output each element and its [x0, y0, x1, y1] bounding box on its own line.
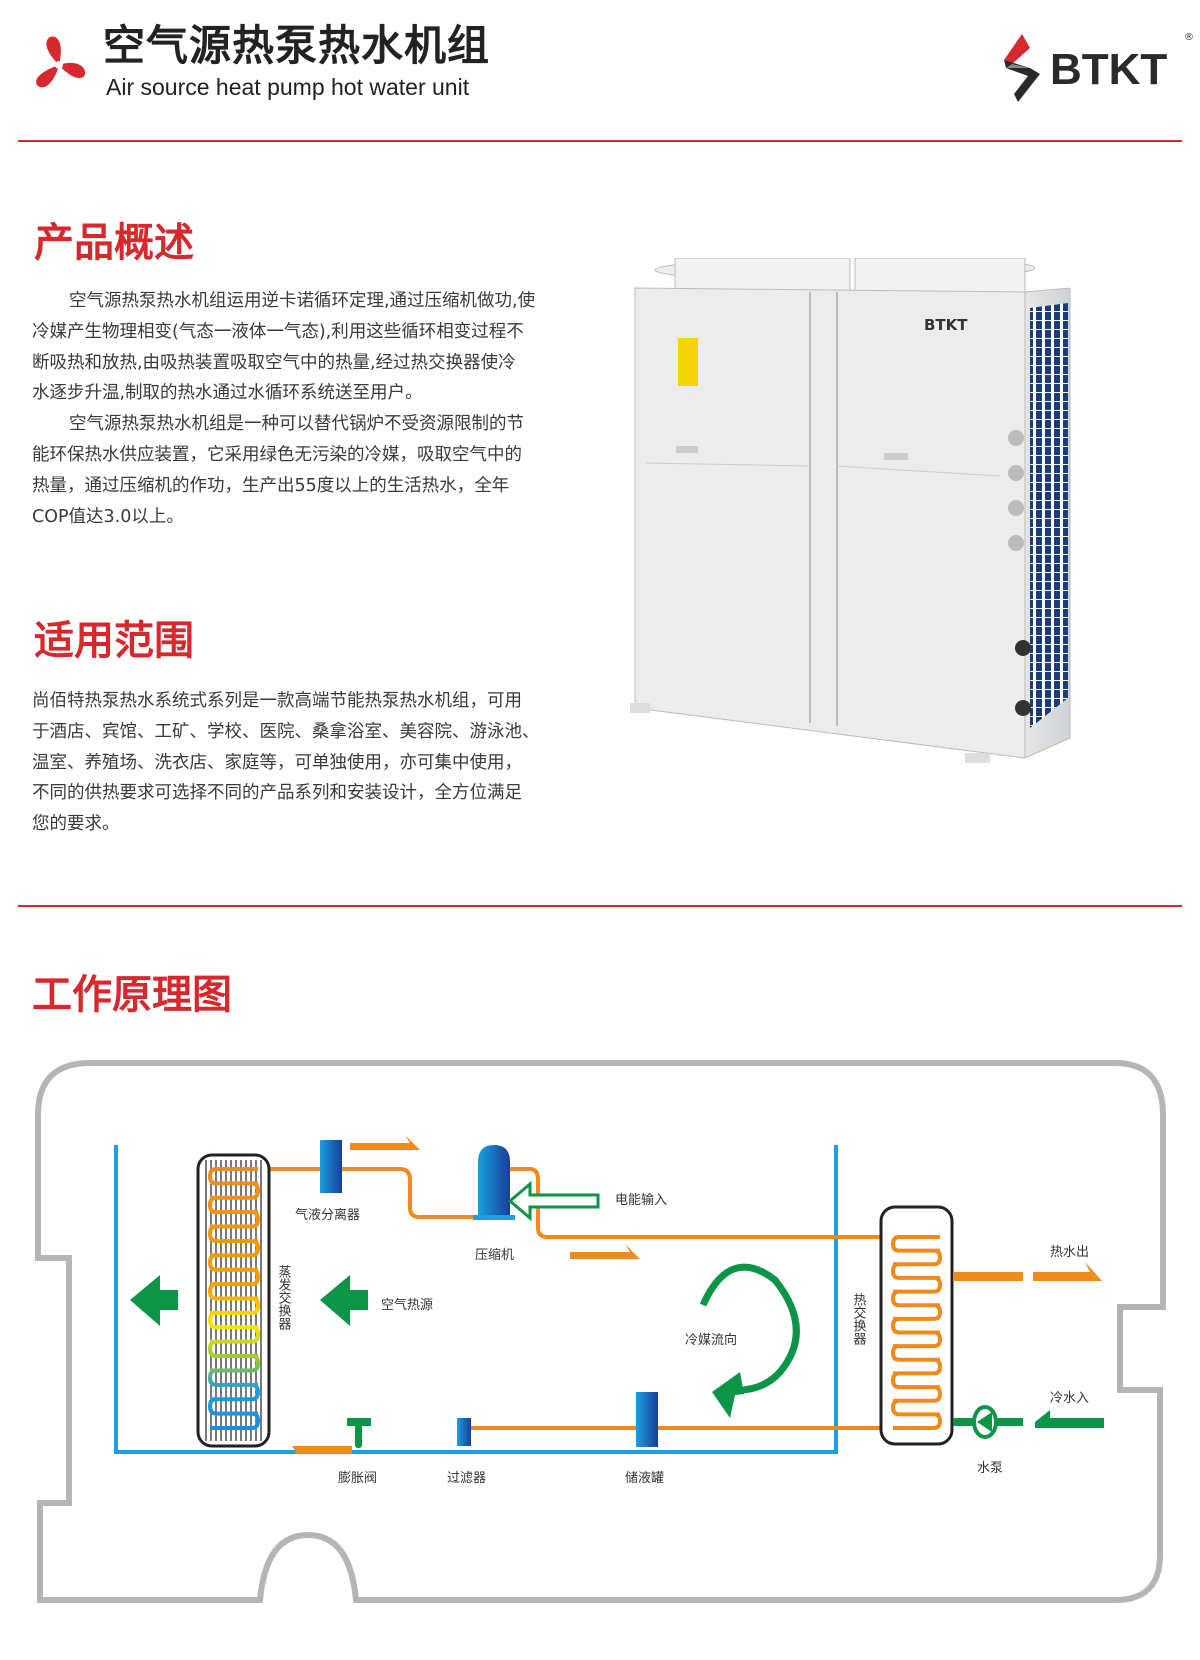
scope-line: 于酒店、宾馆、工矿、学校、医院、桑拿浴室、美容院、游泳池、 — [32, 721, 540, 742]
power-input-arrow-icon — [507, 1180, 600, 1222]
overview-line: 冷媒产生物理相变(气态一液体一气态),利用这些循环相变过程不 — [32, 321, 524, 342]
overview-heading: 产品概述 — [34, 220, 194, 266]
label-tank: 储液罐 — [625, 1471, 664, 1486]
overview-line: 空气源热泵热水机组运用逆卡诺循环定理,通过压缩机做功,使 — [69, 291, 536, 311]
label-compressor: 压缩机 — [475, 1247, 514, 1263]
air-source-arrow-icon — [320, 1275, 368, 1326]
cold-water-in-arrow-icon — [1035, 1410, 1104, 1428]
btkt-logo-icon — [1004, 34, 1040, 102]
overview-line: 水逐步升温,制取的热水通过水循环系统送至用户。 — [32, 383, 423, 404]
scope-line: 温室、养殖场、洗衣店、家庭等，可单独使用，亦可集中使用， — [32, 752, 522, 773]
hot-water-out-arrow-icon — [1033, 1262, 1102, 1281]
diagram-heading: 工作原理图 — [32, 972, 232, 1018]
label-filter: 过滤器 — [447, 1471, 486, 1486]
fan-logo-icon — [36, 36, 86, 88]
evaporator — [196, 1153, 271, 1448]
filter — [457, 1418, 471, 1446]
overview-line: 空气源热泵热水机组是一种可以替代锅炉不受资源限制的节 — [69, 414, 524, 435]
page-subtitle: Air source heat pump hot water unit — [106, 74, 470, 100]
label-heat-exchanger: 热交换器 — [851, 1293, 867, 1346]
label-power-input: 电能输入 — [615, 1192, 667, 1208]
label-refrigerant-flow: 冷媒流向 — [685, 1332, 737, 1348]
compressor — [478, 1145, 510, 1218]
page-title: 空气源热泵热水机组 — [103, 21, 491, 70]
scope-heading: 适用范围 — [34, 618, 194, 664]
label-separator: 气液分离器 — [295, 1207, 360, 1223]
diagram-frame — [35, 1060, 1166, 1603]
flow-arrow-icon — [350, 1135, 420, 1150]
brand-logo-text: BTKT — [1050, 45, 1168, 94]
registered-mark: ® — [1184, 32, 1194, 43]
liquid-tank — [636, 1392, 658, 1447]
overview-line: 热量，通过压缩机的作功，生产出55度以上的生活热水，全年 — [32, 475, 510, 496]
working-principle-diagram: 气液分离器 压缩机 电能输入 蒸发交换器 空气热源 冷媒流向 热交换器 热水出 … — [35, 1060, 1166, 1603]
hot-water-pipe — [953, 1272, 1023, 1281]
scope-line: 您的要求。 — [32, 814, 120, 835]
refrigerant-flow-cycle-icon — [699, 1263, 800, 1394]
flow-arrow-icon — [282, 1446, 352, 1454]
overview-text: 空气源热泵热水机组运用逆卡诺循环定理,通过压缩机做功,使 冷媒产生物理相变(气态… — [32, 286, 592, 532]
scope-text: 尚佰特热泵热水系统式系列是一款高端节能热泵热水机组，可用 于酒店、宾馆、工矿、学… — [32, 686, 592, 840]
overview-line: 能环保热水供应装置，它采用绿色无污染的冷媒，吸取空气中的 — [32, 444, 522, 465]
water-pump-icon — [972, 1405, 998, 1439]
section-divider — [18, 905, 1182, 907]
label-evaporator: 蒸发交换器 — [276, 1265, 292, 1331]
scope-line: 尚佰特热泵热水系统式系列是一款高端节能热泵热水机组，可用 — [32, 691, 522, 711]
label-cold-water-in: 冷水入 — [1050, 1391, 1089, 1406]
expansion-valve — [347, 1418, 371, 1448]
header-divider — [18, 140, 1182, 142]
overview-line: 断吸热和放热,由吸热装置吸取空气中的热量,经过热交换器使冷 — [32, 352, 516, 373]
gas-liquid-separator — [320, 1140, 342, 1193]
refrigerant-pipe-top — [269, 1167, 480, 1219]
label-air-source: 空气热源 — [381, 1297, 433, 1313]
label-hot-water-out: 热水出 — [1050, 1245, 1089, 1260]
product-brand-label: BTKT — [924, 316, 968, 334]
product-image: BTKT — [630, 258, 1071, 763]
heat-exchanger — [879, 1205, 954, 1446]
scope-line: 不同的供热要求可选择不同的产品系列和安装设计，全方位满足 — [32, 783, 522, 804]
label-expansion-valve: 膨胀阀 — [338, 1471, 377, 1486]
label-pump: 水泵 — [977, 1461, 1003, 1476]
flow-arrow-icon — [570, 1244, 640, 1259]
unit-outline — [114, 1145, 838, 1454]
air-out-arrow-icon — [130, 1275, 178, 1326]
overview-line: COP值达3.0以上。 — [32, 506, 184, 527]
